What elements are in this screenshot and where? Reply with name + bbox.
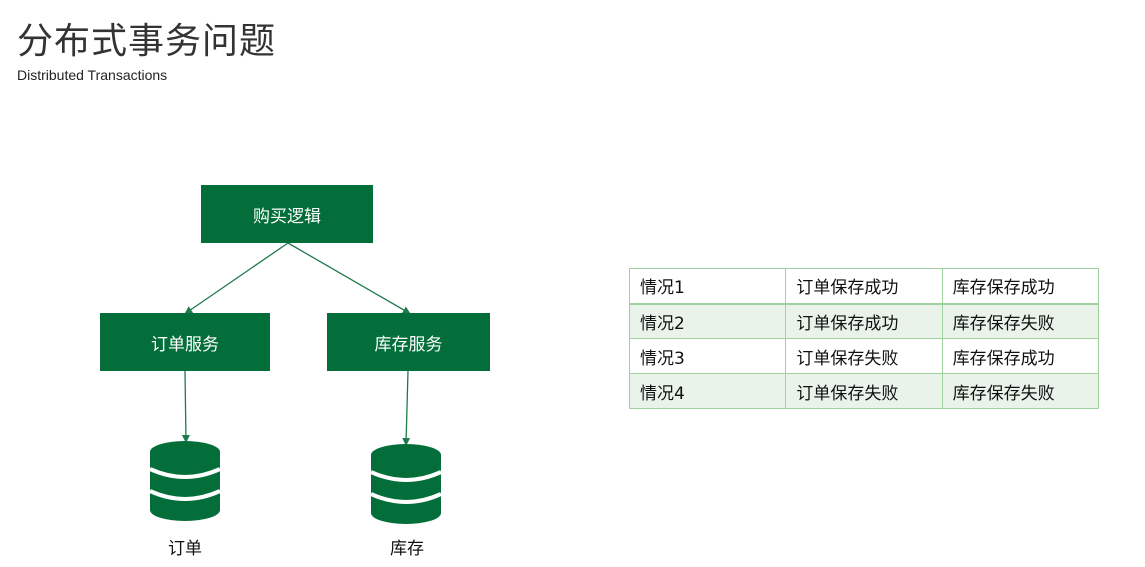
slide-subtitle: Distributed Transactions <box>17 67 168 83</box>
table-cell: 情况1 <box>628 268 787 305</box>
arrow-order-service-to-order-db <box>181 370 190 443</box>
inventory-service-label: 库存服务 <box>374 334 443 355</box>
arrow-inventory-service-to-inventory-db <box>402 370 411 446</box>
table-cell: 订单保存失败 <box>785 373 943 409</box>
table-row: 情况4 订单保存失败 库存保存失败 <box>628 373 1100 409</box>
purchase-logic-label: 购买逻辑 <box>253 206 321 227</box>
failure-cases-table: 情况1 订单保存成功 库存保存成功 情况2 订单保存成功 库存保存失败 情况3 … <box>628 268 1100 409</box>
table-cell: 情况2 <box>628 303 787 339</box>
table-cell: 库存保存失败 <box>941 373 1100 409</box>
database-icon <box>370 444 442 524</box>
table-cell: 库存保存失败 <box>941 303 1100 339</box>
slide-title: 分布式事务问题 <box>17 21 277 62</box>
arrow-root-to-inventory-service <box>287 242 411 315</box>
table-cell: 订单保存成功 <box>785 303 943 339</box>
table-cell: 库存保存成功 <box>941 268 1100 305</box>
table-cell: 库存保存成功 <box>941 338 1100 374</box>
table-cell: 订单保存失败 <box>785 338 943 374</box>
inventory-service-box: 库存服务 <box>327 313 490 371</box>
table-cell: 订单保存成功 <box>785 268 943 305</box>
inventory-db-label: 库存 <box>390 539 424 559</box>
table-cell: 情况3 <box>628 338 787 374</box>
order-service-label: 订单服务 <box>151 334 219 355</box>
order-service-box: 订单服务 <box>100 313 270 371</box>
purchase-logic-box: 购买逻辑 <box>201 185 373 243</box>
table-row: 情况2 订单保存成功 库存保存失败 <box>628 303 1100 339</box>
table-row: 情况3 订单保存失败 库存保存成功 <box>628 338 1100 374</box>
table-cell: 情况4 <box>628 373 787 409</box>
arrow-root-to-order-service <box>184 242 289 315</box>
order-db-label: 订单 <box>168 539 202 559</box>
database-icon <box>149 441 221 521</box>
table-row: 情况1 订单保存成功 库存保存成功 <box>628 268 1100 305</box>
